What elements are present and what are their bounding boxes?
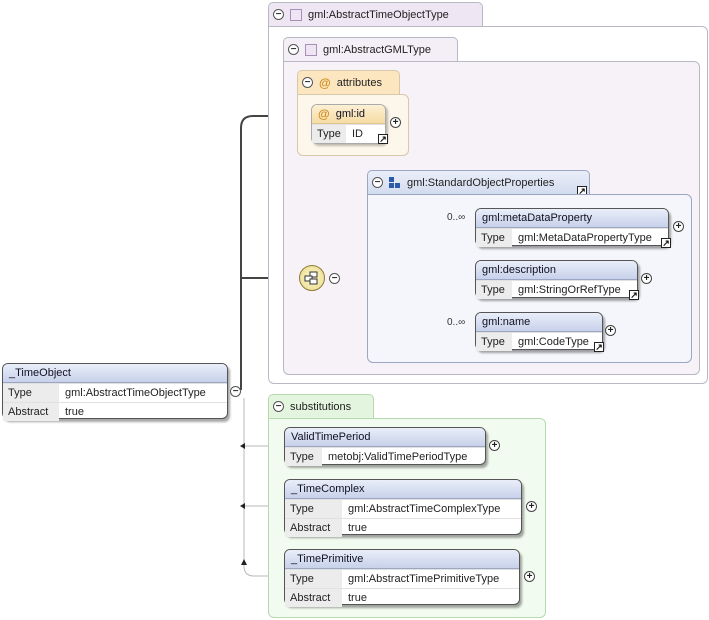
link-icon[interactable]: ↗	[661, 238, 671, 248]
time-object-abstract: true	[65, 406, 84, 418]
time-object-name: _TimeObject	[3, 364, 227, 383]
valid-time-period-type: metobj:ValidTimePeriodType	[328, 451, 468, 463]
expand-icon[interactable]: +	[390, 117, 401, 128]
attributes-tab[interactable]: − @ attributes	[297, 70, 400, 94]
time-primitive-element[interactable]: _TimePrimitive Type gml:AbstractTimePrim…	[284, 549, 520, 607]
time-primitive-abstract: true	[348, 592, 367, 604]
name-cardinality: 0..∞	[447, 317, 466, 328]
collapse-icon[interactable]: −	[329, 273, 340, 284]
description-element[interactable]: gml:description Type gml:StringOrRefType	[475, 260, 638, 299]
expand-icon[interactable]: +	[605, 325, 616, 336]
link-icon[interactable]: ↗	[629, 290, 639, 300]
time-object-element[interactable]: _TimeObject Type gml:AbstractTimeObjectT…	[2, 363, 228, 421]
expand-icon[interactable]: +	[673, 221, 684, 232]
time-complex-abstract: true	[348, 522, 367, 534]
valid-time-period-name: ValidTimePeriod	[285, 428, 485, 447]
abstract-key: Abstract	[285, 589, 342, 607]
name-name: gml:name	[476, 313, 602, 332]
collapse-icon[interactable]: −	[273, 401, 284, 412]
abstract-gml-type-label: gml:AbstractGMLType	[323, 43, 431, 56]
type-key: Type	[285, 570, 342, 588]
description-type: gml:StringOrRefType	[518, 284, 621, 296]
standard-object-properties-tab[interactable]: − gml:StandardObjectProperties	[367, 170, 590, 194]
abstract-gml-type-tab[interactable]: − gml:AbstractGMLType	[283, 37, 458, 61]
time-complex-type: gml:AbstractTimeComplexType	[348, 503, 501, 515]
sequence-compositor-icon[interactable]	[299, 265, 325, 291]
substitutions-tab[interactable]: − substitutions	[268, 394, 374, 418]
expand-icon[interactable]: +	[489, 440, 500, 451]
meta-data-property-name: gml:metaDataProperty	[476, 209, 668, 228]
type-key: Type	[476, 281, 512, 299]
link-icon[interactable]: ↗	[594, 342, 604, 352]
abstract-key: Abstract	[3, 403, 59, 421]
collapse-icon[interactable]: −	[273, 9, 284, 20]
abstract-time-object-type-tab[interactable]: − gml:AbstractTimeObjectType	[268, 2, 483, 26]
sequence-glyph	[304, 271, 318, 285]
meta-data-property-element[interactable]: gml:metaDataProperty Type gml:MetaDataPr…	[475, 208, 669, 247]
gml-id-type: ID	[352, 128, 363, 140]
time-primitive-type: gml:AbstractTimePrimitiveType	[348, 573, 500, 585]
name-element[interactable]: gml:name Type gml:CodeType	[475, 312, 603, 351]
standard-object-properties-label: gml:StandardObjectProperties	[407, 176, 555, 189]
type-key: Type	[285, 448, 322, 466]
expand-icon[interactable]: +	[641, 273, 652, 284]
collapse-icon[interactable]: −	[288, 44, 299, 55]
attributes-label: attributes	[336, 76, 382, 89]
time-complex-element[interactable]: _TimeComplex Type gml:AbstractTimeComple…	[284, 479, 522, 537]
abstract-time-object-type-label: gml:AbstractTimeObjectType	[308, 8, 449, 21]
type-key: Type	[476, 333, 512, 351]
meta-data-property-cardinality: 0..∞	[447, 212, 466, 223]
group-icon	[389, 176, 400, 188]
link-icon[interactable]: ↗	[378, 134, 388, 144]
type-key: Type	[476, 229, 512, 247]
complex-type-icon	[305, 43, 317, 56]
attribute-icon: @	[318, 107, 330, 121]
time-primitive-name: _TimePrimitive	[285, 550, 519, 569]
meta-data-property-type: gml:MetaDataPropertyType	[518, 232, 652, 244]
substitutions-label: substitutions	[290, 400, 352, 413]
valid-time-period-element[interactable]: ValidTimePeriod Type metobj:ValidTimePer…	[284, 427, 486, 466]
expand-icon[interactable]: +	[524, 571, 535, 582]
collapse-icon[interactable]: −	[372, 177, 383, 188]
type-key: Type	[312, 125, 346, 143]
gml-id-attribute[interactable]: @ gml:id Type ID	[311, 104, 386, 144]
collapse-icon[interactable]: −	[230, 386, 241, 397]
name-type: gml:CodeType	[518, 336, 589, 348]
time-complex-name: _TimeComplex	[285, 480, 521, 499]
complex-type-icon	[290, 8, 302, 21]
time-object-type: gml:AbstractTimeObjectType	[65, 387, 206, 399]
type-key: Type	[3, 384, 59, 402]
expand-icon[interactable]: +	[526, 501, 537, 512]
description-name: gml:description	[476, 261, 637, 280]
type-key: Type	[285, 500, 342, 518]
gml-id-name: gml:id	[335, 108, 366, 120]
attribute-icon: @	[319, 75, 331, 90]
abstract-key: Abstract	[285, 519, 342, 537]
collapse-icon[interactable]: −	[302, 77, 313, 88]
